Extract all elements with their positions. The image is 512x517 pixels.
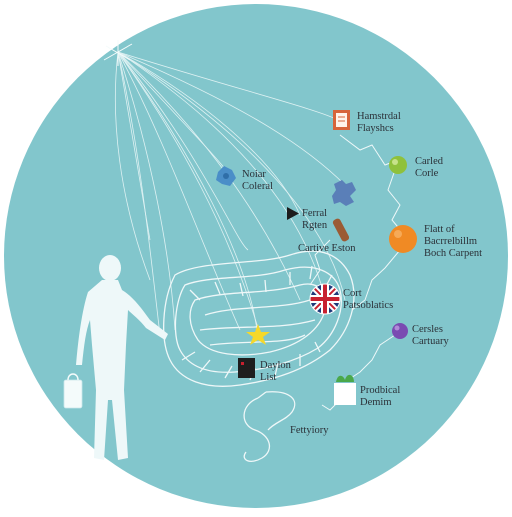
label-daylon-1: Daylon [260, 360, 292, 371]
wood-stick-icon [332, 218, 350, 242]
background-circle [4, 4, 508, 508]
purple-cell-icon [392, 323, 408, 339]
label-cartive: Cartive Eston [298, 243, 356, 254]
label-prodbical-1: Prodbical [360, 385, 400, 396]
label-carled-2: Corle [415, 168, 439, 179]
label-daylon-2: List [260, 372, 276, 383]
label-ferral-1: Ferral [302, 208, 327, 219]
star-icon [246, 324, 270, 345]
label-hamstring-2: Flayshcs [357, 123, 394, 134]
label-prodbical-2: Demim [360, 397, 392, 408]
label-hamstring-1: Hamstrdal [357, 111, 401, 122]
label-flatt-3: Boch Carpent [424, 248, 482, 259]
connector-lines [309, 134, 403, 411]
blue-molecule-icon [216, 166, 236, 186]
label-cort-1: Cort [343, 288, 362, 299]
apex-sparkle [103, 40, 133, 66]
label-cersles-1: Cersles [412, 324, 443, 335]
label-cort-2: Patsoblatics [343, 300, 393, 311]
label-flatt-2: Bacrrelbillm [424, 236, 477, 247]
shopping-bag-icon [63, 373, 83, 409]
label-carled-1: Carled [415, 156, 444, 167]
orange-sphere-icon [389, 225, 417, 253]
play-arrow-icon [287, 207, 299, 220]
puzzle-piece-icon [332, 180, 356, 206]
label-noiar-2: Coleral [242, 181, 273, 192]
dark-book-icon [238, 358, 255, 378]
label-ferral-2: Rgten [302, 220, 328, 231]
green-cell-icon [389, 156, 407, 174]
human-figure [76, 255, 168, 460]
label-fettyiory: Fettyiory [290, 425, 329, 436]
notebook-icon [333, 110, 350, 130]
label-noiar-1: Noiar [242, 169, 266, 180]
plant-pot-icon [334, 374, 356, 405]
label-cersles-2: Cartuary [412, 336, 449, 347]
label-flatt-1: Flatt of [424, 224, 455, 235]
stomach-outline [163, 250, 355, 462]
